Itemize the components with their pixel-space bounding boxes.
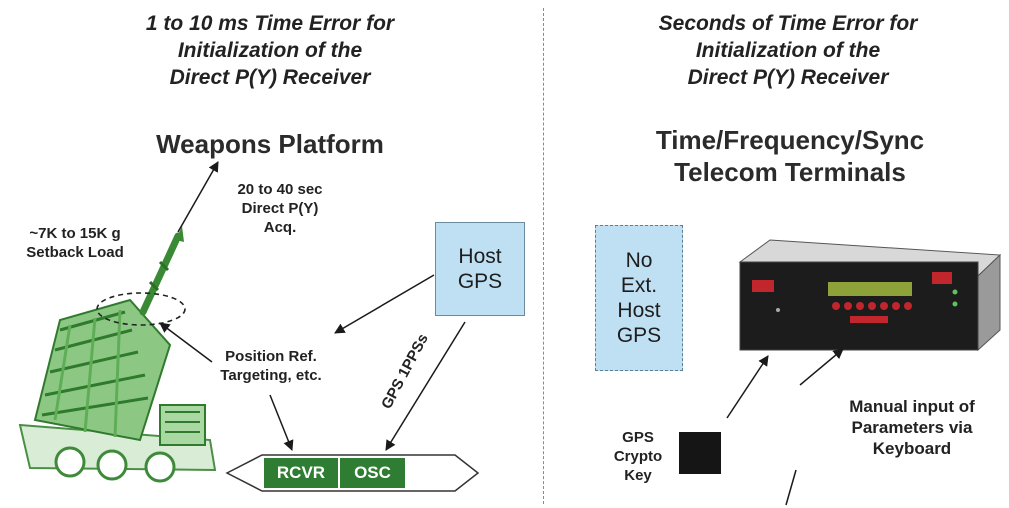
- no-host-line: GPS: [616, 324, 662, 347]
- crypto-line: Crypto: [613, 448, 663, 465]
- host-gps-box: Host GPS: [435, 222, 525, 316]
- manual-line: Parameters via: [851, 418, 973, 437]
- host-gps-line: Host: [458, 245, 502, 268]
- acq-line: Acq.: [263, 219, 297, 236]
- right-title-line: Seconds of Time Error for: [658, 12, 918, 35]
- host-gps-line: GPS: [457, 270, 503, 293]
- setback-line: Setback Load: [26, 244, 124, 261]
- acq-label: 20 to 40 sec Direct P(Y) Acq.: [220, 180, 340, 237]
- manual-line: Manual input of: [849, 397, 975, 416]
- osc-label: OSC: [354, 463, 391, 482]
- left-arrows: [159, 161, 466, 451]
- acq-line: 20 to 40 sec: [237, 181, 323, 198]
- position-label: Position Ref. Targeting, etc.: [196, 347, 346, 385]
- setback-label: ~7K to 15K g Setback Load: [0, 224, 150, 262]
- weapons-platform-illustration: [18, 226, 217, 483]
- right-title: Seconds of Time Error for Initialization…: [578, 10, 998, 91]
- acq-line: Direct P(Y): [241, 200, 319, 217]
- right-heading: Time/Frequency/Sync Telecom Terminals: [610, 124, 970, 188]
- crypto-line: GPS: [622, 429, 654, 446]
- receiver-module: [225, 454, 480, 492]
- left-title-line: Initialization of the: [177, 39, 363, 62]
- no-ext-host-gps-box: No Ext. Host GPS: [595, 225, 683, 371]
- manual-line: Keyboard: [872, 439, 952, 458]
- no-host-line: Ext.: [620, 274, 658, 297]
- right-arrows: [726, 348, 844, 506]
- no-host-line: Host: [617, 299, 661, 322]
- position-line: Position Ref.: [225, 348, 317, 365]
- left-heading: Weapons Platform: [156, 129, 384, 159]
- crypto-key-label: GPS Crypto Key: [603, 428, 673, 485]
- panel-divider: [543, 8, 544, 504]
- right-heading-line: Time/Frequency/Sync: [655, 125, 925, 155]
- no-host-line: No: [625, 249, 653, 272]
- rcvr-label: RCVR: [276, 463, 326, 482]
- left-title: 1 to 10 ms Time Error for Initialization…: [60, 10, 480, 91]
- left-title-line: 1 to 10 ms Time Error for: [145, 12, 395, 35]
- right-title-line: Initialization of the: [695, 39, 881, 62]
- position-line: Targeting, etc.: [220, 367, 322, 384]
- crypto-key-device: [679, 432, 721, 474]
- telecom-terminal-illustration: [738, 239, 1002, 352]
- right-title-line: Direct P(Y) Receiver: [687, 66, 889, 89]
- left-title-line: Direct P(Y) Receiver: [169, 66, 371, 89]
- crypto-line: Key: [624, 467, 652, 484]
- setback-line: ~7K to 15K g: [29, 225, 121, 242]
- right-heading-line: Telecom Terminals: [674, 157, 906, 187]
- manual-input-label: Manual input of Parameters via Keyboard: [822, 396, 1002, 459]
